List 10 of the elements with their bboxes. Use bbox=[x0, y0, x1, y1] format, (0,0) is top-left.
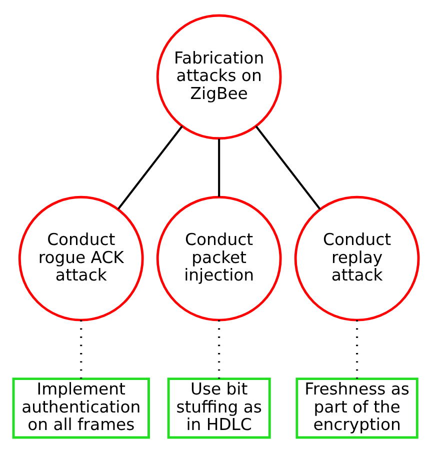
node-circle: Conduct replay attack bbox=[294, 196, 420, 322]
node-box: Freshness as part of the encryption bbox=[296, 378, 418, 439]
node-circle: Conduct packet injection bbox=[156, 196, 282, 322]
node-box: Use bit stuffing as in HDLC bbox=[167, 378, 271, 439]
connector bbox=[218, 138, 220, 197]
node-circle: Conduct rogue ACK attack bbox=[18, 196, 144, 322]
connector bbox=[117, 126, 183, 210]
node-circle: Fabrication attacks on ZigBee bbox=[156, 14, 282, 140]
connector bbox=[255, 126, 321, 210]
node-box: Implement authentication on all frames bbox=[12, 378, 150, 439]
